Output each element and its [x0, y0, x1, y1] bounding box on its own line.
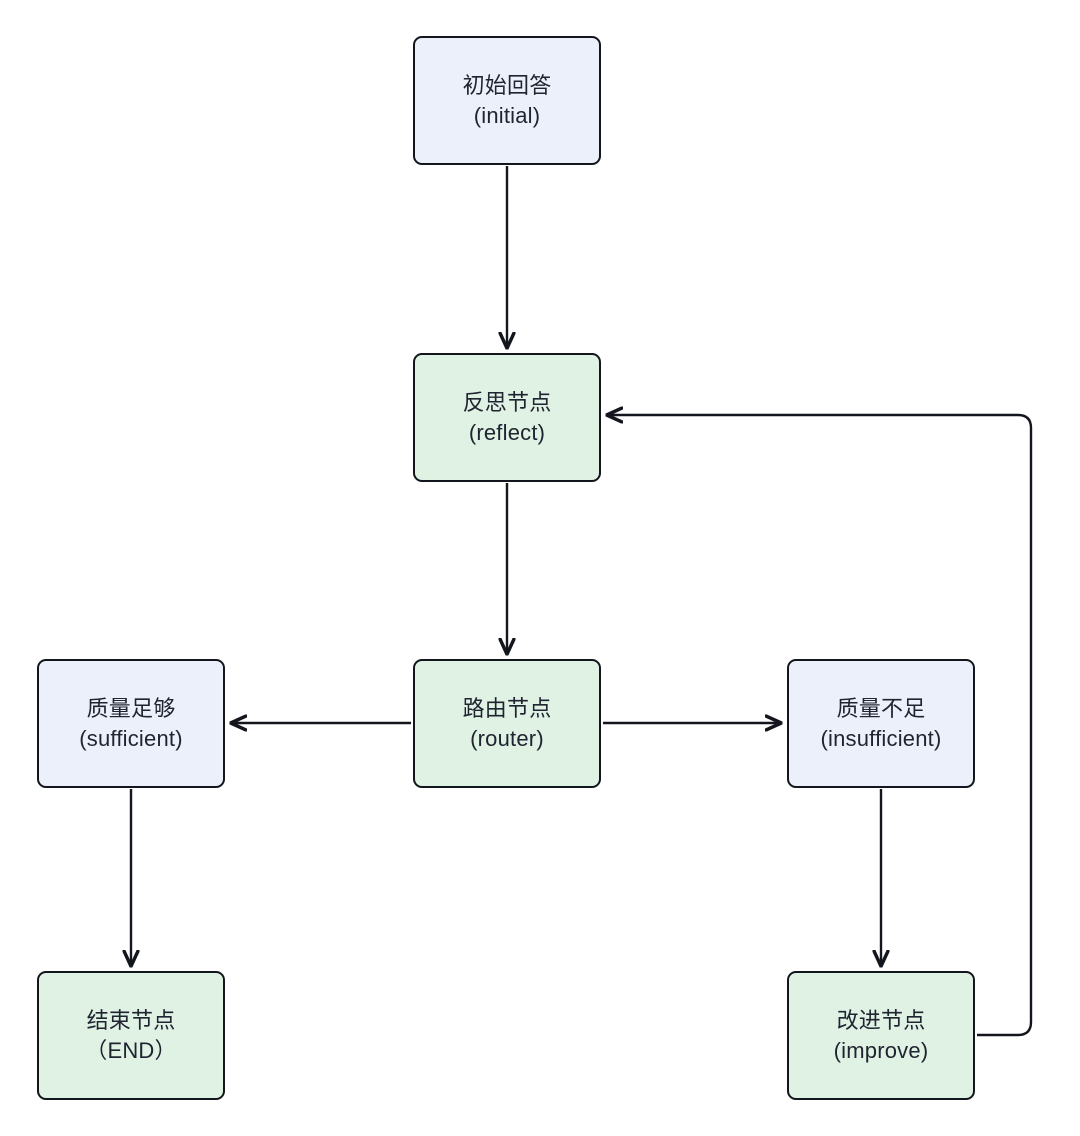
- node-end-label-cn: 结束节点: [86, 1008, 176, 1034]
- node-improve-label-cn: 改进节点: [836, 1008, 926, 1034]
- node-end-label-en: （END）: [85, 1037, 177, 1063]
- node-initial-label-en: (initial): [473, 102, 541, 128]
- node-end[interactable]: 结束节点 （END）: [37, 971, 225, 1100]
- node-sufficient-label-cn: 质量足够: [86, 696, 176, 722]
- node-router-label-cn: 路由节点: [462, 696, 552, 722]
- node-reflect-label-cn: 反思节点: [462, 390, 552, 416]
- node-initial-label-cn: 初始回答: [462, 73, 552, 99]
- node-reflect[interactable]: 反思节点 (reflect): [413, 353, 601, 482]
- node-router[interactable]: 路由节点 (router): [413, 659, 601, 788]
- node-reflect-label-en: (reflect): [468, 419, 546, 445]
- node-sufficient-label-en: (sufficient): [79, 725, 183, 751]
- node-insufficient[interactable]: 质量不足 (insufficient): [787, 659, 975, 788]
- edge-improve-to-reflect: [607, 415, 1033, 1037]
- node-insufficient-label-en: (insufficient): [820, 725, 942, 751]
- node-improve[interactable]: 改进节点 (improve): [787, 971, 975, 1100]
- node-sufficient[interactable]: 质量足够 (sufficient): [37, 659, 225, 788]
- node-router-label-en: (router): [470, 725, 544, 751]
- node-improve-label-en: (improve): [833, 1037, 929, 1063]
- node-initial[interactable]: 初始回答 (initial): [413, 36, 601, 165]
- node-insufficient-label-cn: 质量不足: [836, 696, 926, 722]
